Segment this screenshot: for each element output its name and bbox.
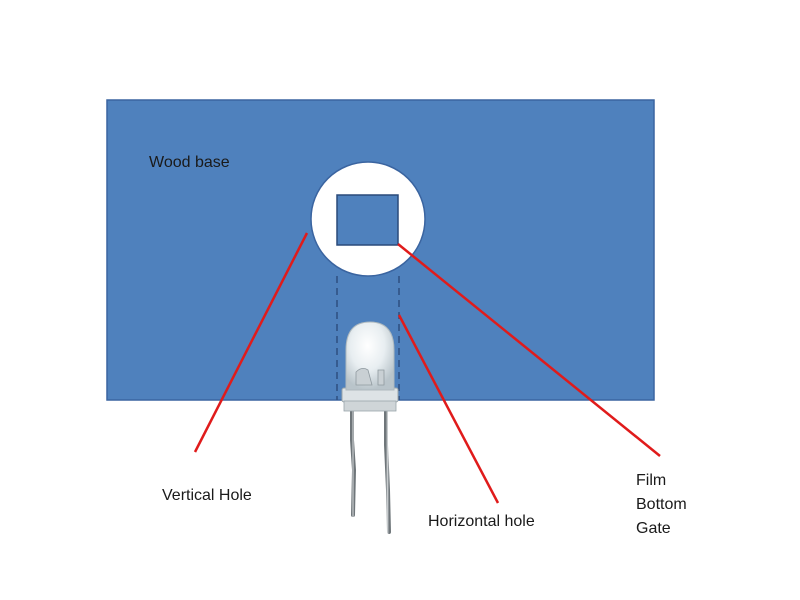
label-film-line-1: Film	[636, 472, 667, 489]
label-film-bottom-gate: Film Bottom Gate	[636, 469, 716, 541]
pointer-film-bottom-gate	[397, 243, 661, 457]
label-film-line-3: Gate	[636, 520, 671, 537]
led-base-tabs	[343, 400, 397, 412]
pointer-vertical-hole	[193, 232, 309, 453]
label-film-line-2: Bottom	[636, 496, 687, 513]
led-post	[377, 369, 385, 386]
pointer-horizontal-hole	[397, 314, 500, 504]
led-lead-left	[350, 408, 357, 517]
led-anvil	[355, 368, 373, 386]
led-icon	[341, 321, 399, 534]
label-vertical-hole: Vertical Hole	[162, 487, 252, 504]
label-wood-base: Wood base	[149, 154, 230, 171]
film-bottom-gate	[336, 194, 399, 246]
led-lead-right	[384, 408, 391, 534]
label-horizontal-hole: Horizontal hole	[428, 513, 535, 530]
